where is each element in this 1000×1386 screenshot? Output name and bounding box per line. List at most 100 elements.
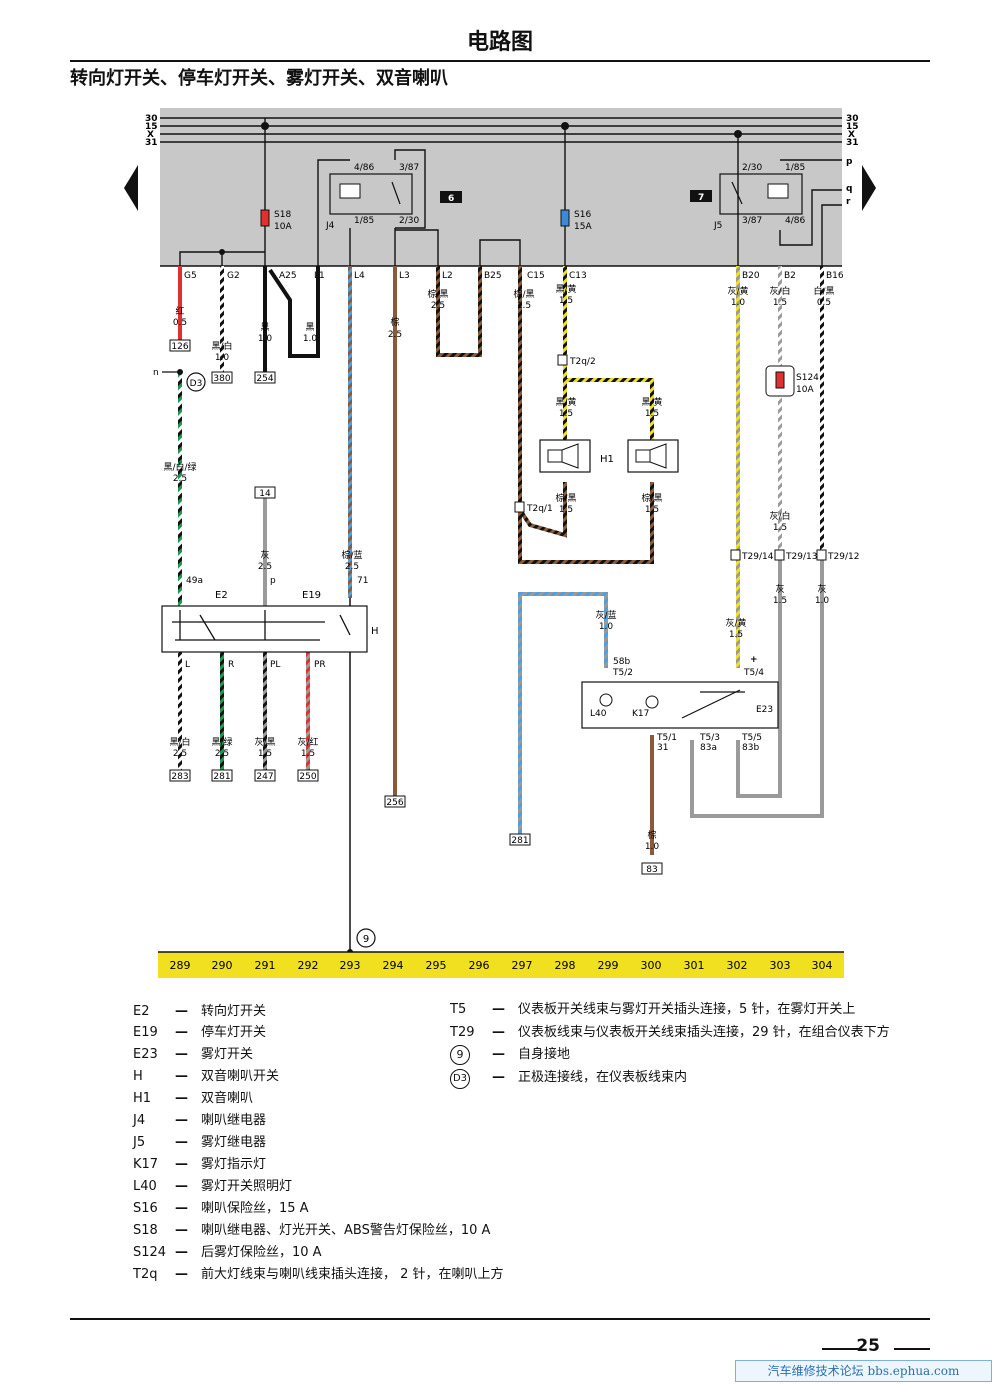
grid-295: 295	[426, 959, 447, 972]
wire-label-9-color: 灰/黄	[727, 285, 748, 297]
connector-t5-3: T5/3	[699, 733, 720, 743]
legend-text: 仪表板线束与仪表板开关线束插头连接，29 针，在组合仪表下方	[518, 1025, 890, 1040]
fuse-s16-name: S16	[574, 210, 591, 220]
rail-label-15-right: 15	[846, 122, 859, 132]
legend-dash: —	[492, 1047, 505, 1062]
connector-t5-1: T5/1	[656, 733, 677, 743]
ref-254: 254	[256, 374, 273, 384]
grid-303: 303	[770, 959, 791, 972]
ref-250: 250	[299, 772, 316, 782]
legend-code: S124	[133, 1245, 167, 1260]
legend-item-t29: T29—仪表板线束与仪表板开关线束插头连接，29 针，在组合仪表下方	[450, 1021, 890, 1040]
pin-49a: 49a	[186, 576, 203, 586]
relay-j5-pin-4: 4/86	[785, 216, 805, 226]
legend-dash: —	[492, 1070, 505, 1085]
legend-code: L40	[133, 1179, 157, 1194]
pin-plus: +	[750, 655, 758, 665]
wire-label-4-color: 黑	[305, 322, 314, 333]
grid-302: 302	[727, 959, 748, 972]
legend-dash: —	[175, 1267, 188, 1282]
ref-14: 14	[259, 489, 271, 499]
wire-label-15-size: 1.5	[645, 505, 659, 515]
wire-label-5-size: 2.5	[388, 330, 402, 340]
lamp-k17-icon	[645, 695, 659, 709]
legend-text: 雾灯继电器	[201, 1135, 267, 1150]
grid-293: 293	[340, 959, 361, 972]
wire-label-21-color: 灰	[817, 583, 826, 595]
wire-label-8-color: 黑/黄	[555, 283, 576, 295]
legend-item-s16: S16—喇叭保险丝，15 A	[133, 1197, 309, 1216]
legend-code: E23	[133, 1047, 158, 1062]
wire-label-27-color: 灰/红	[297, 736, 318, 748]
circuit-diagram: 30 15 X 31 30 15 X 31 p q r S18 10A S16 …	[124, 108, 876, 978]
legend-dash: —	[175, 1047, 188, 1062]
connector-t5-2: T5/2	[612, 668, 633, 678]
wire-label-19-size: 1.5	[773, 523, 787, 533]
ground-point-9-label: 9	[363, 934, 369, 945]
legend-text: 前大灯线束与喇叭线束插头连接， 2 针，在喇叭上方	[201, 1267, 504, 1282]
terminal-g2: G2	[227, 271, 240, 281]
grid-297: 297	[512, 959, 533, 972]
wire-label-5-color: 棕	[390, 316, 399, 328]
connector-t2q1: T2q/1	[526, 504, 553, 514]
horn-h1-label: H1	[600, 454, 614, 465]
ref-283: 283	[171, 772, 188, 782]
wire-grey-t29-12	[690, 552, 824, 818]
connector-t5-5: T5/5	[741, 733, 762, 743]
relay-j4-pin-3: 1/85	[354, 216, 374, 226]
relay-j4-name: J4	[325, 221, 335, 231]
d3-connection	[186, 372, 206, 392]
ref-281-a: 281	[213, 772, 230, 782]
terminal-a25: A25	[279, 271, 297, 281]
relay-j5	[719, 173, 803, 215]
grid-291: 291	[255, 959, 276, 972]
page-title: 电路图	[466, 30, 533, 55]
legend-code: S18	[133, 1223, 158, 1238]
ground-symbol-icon: 9	[450, 1045, 470, 1065]
legend-item-l40: L40—雾灯开关照明灯	[133, 1175, 292, 1194]
wire-label-9-size: 1.0	[731, 298, 746, 308]
legend-item-j5: J5—雾灯继电器	[133, 1131, 266, 1150]
wire-black-l1	[268, 266, 320, 358]
legend-dash: —	[175, 1091, 188, 1106]
edge-label-q: q	[846, 184, 852, 194]
pin-31: 31	[657, 743, 668, 753]
pin-n: n	[153, 368, 159, 378]
ref-126: 126	[171, 342, 188, 352]
legend-item-h: H—双音喇叭开关	[133, 1065, 279, 1084]
lamp-k17-label: K17	[632, 709, 649, 719]
pin-pr: PR	[314, 660, 326, 670]
legend-dash: —	[175, 1113, 188, 1128]
wire-label-3-color: 黑	[260, 322, 269, 333]
legend-item-e19: E19—停车灯开关	[133, 1021, 266, 1040]
legend-dash: —	[175, 1135, 188, 1150]
legend-item-e2: E2—转向灯开关	[133, 1000, 266, 1019]
rail-label-31-right: 31	[846, 138, 859, 148]
legend-dash: —	[175, 1157, 188, 1172]
wire-label-18-color: 棕/蓝	[341, 549, 362, 561]
legend-text: 停车灯开关	[201, 1025, 267, 1040]
pin-58b: 58b	[613, 657, 630, 667]
connector-t5-4: T5/4	[743, 668, 764, 678]
grid-298: 298	[555, 959, 576, 972]
legend-text: 雾灯开关	[201, 1047, 254, 1062]
legend-code: S16	[133, 1201, 158, 1216]
pin-r: R	[228, 660, 234, 670]
ref-83: 83	[646, 865, 657, 875]
ref-247: 247	[256, 772, 273, 782]
wire-label-3-size: 1.0	[258, 334, 273, 344]
ref-281-b: 281	[511, 836, 528, 846]
fuse-s124-name: S124	[796, 373, 819, 383]
page-number: 25	[856, 1336, 880, 1356]
legend-code: H1	[133, 1091, 152, 1106]
wire-label-11-size: 0.5	[817, 298, 831, 308]
legend-dash: —	[175, 1004, 188, 1019]
wire-label-20-size: 1.5	[773, 596, 787, 606]
terminal-l3: L3	[399, 271, 410, 281]
grid-304: 304	[812, 959, 833, 972]
diagram-subtitle: 转向灯开关、停车灯开关、雾灯开关、双音喇叭	[70, 68, 448, 89]
switch-e19-label: E19	[302, 590, 321, 601]
legend-text: 自身接地	[518, 1047, 571, 1062]
wire-label-1-size: 0.5	[173, 318, 187, 328]
wire-label-22-color: 灰/蓝	[595, 609, 616, 621]
